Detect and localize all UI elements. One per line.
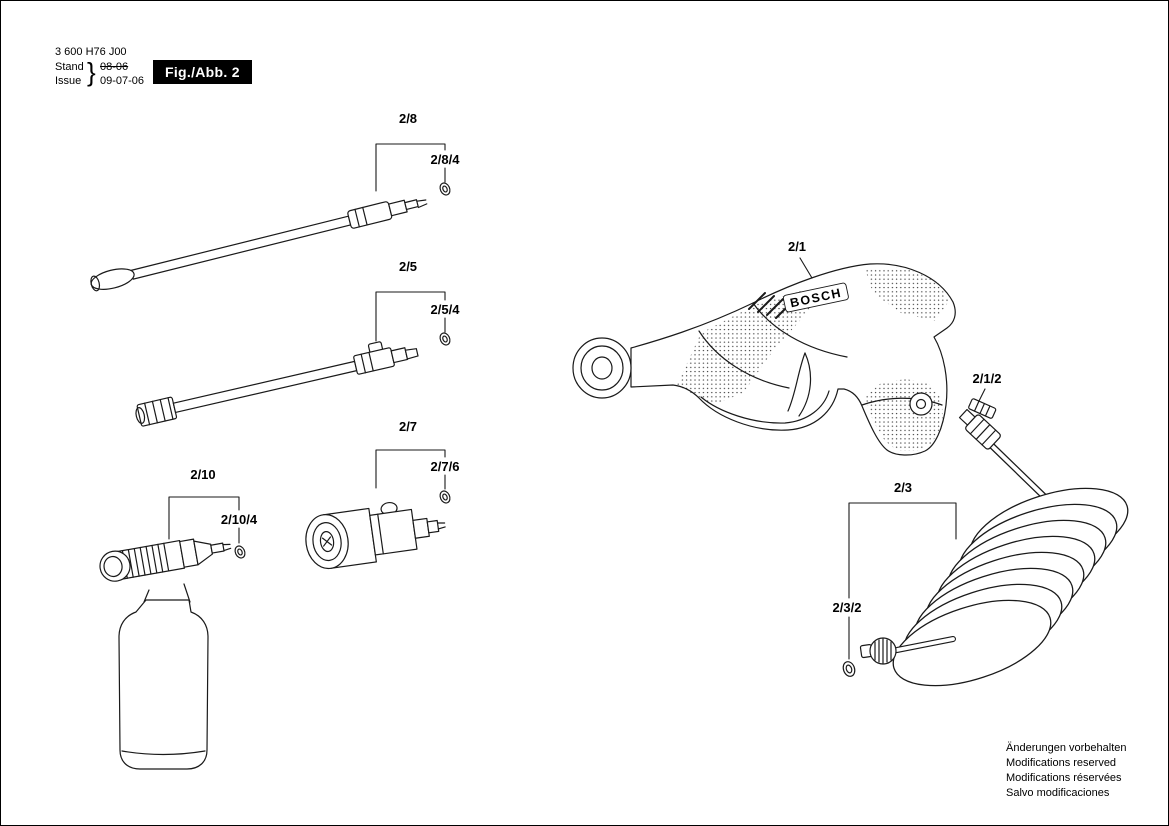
callout-2-10-4-label: 2/10/4 [220, 512, 258, 527]
footer-line-en: Modifications reserved [1006, 757, 1117, 769]
callout-2-8-4-label: 2/8/4 [430, 152, 460, 167]
footer-line-es: Salvo modificaciones [1006, 787, 1110, 799]
o-ring-2-8-4 [439, 182, 451, 196]
issue-value: 09-07-06 [100, 75, 145, 87]
stand-row: Stand [55, 62, 87, 73]
stand-label: Stand [55, 61, 84, 73]
callout-2-10-label: 2/10 [190, 467, 216, 482]
footer-line-fr: Modifications réservées [1006, 772, 1122, 784]
hose-2-3-drawing [859, 408, 1129, 687]
o-ring-2-5-4 [439, 332, 451, 346]
callout-2-8-label: 2/8 [398, 111, 418, 126]
o-ring-2-3-2 [842, 661, 856, 677]
lance-2-5-drawing [135, 341, 419, 427]
callout-2-1-label: 2/1 [787, 239, 807, 254]
foam-nozzle-bottle-drawing [118, 583, 209, 770]
o-ring-2-10-4 [234, 545, 246, 559]
callout-2-3-label: 2/3 [893, 480, 913, 495]
spray-gun-drawing: BOSCH [572, 263, 956, 456]
stand-value: 08-06 [100, 61, 129, 73]
footer-line-de: Änderungen vorbehalten [1006, 742, 1127, 754]
callout-2-5-4-label: 2/5/4 [430, 302, 460, 317]
callout-2-5-label: 2/5 [398, 259, 418, 274]
figure-title-badge: Fig./Abb. 2 [153, 60, 252, 84]
callout-2-3-2-label: 2/3/2 [832, 600, 862, 615]
callout-brackets [168, 143, 986, 660]
part-number: 3 600 H76 J00 [55, 46, 127, 58]
nozzle-2-7-drawing [305, 501, 446, 570]
clip-2-1-2-drawing [968, 398, 997, 419]
issue-row: Issue [55, 76, 87, 87]
footer-notes: Änderungen vorbehalten Modifications res… [1006, 741, 1126, 801]
date-brace: } [87, 57, 96, 87]
issue-label: Issue [55, 75, 82, 87]
foam-nozzle-head-drawing [99, 538, 232, 582]
lance-2-8-drawing [90, 199, 428, 292]
callout-2-1-2-label: 2/1/2 [972, 371, 1002, 386]
o-ring-2-7-6 [439, 490, 451, 504]
callout-2-7-6-label: 2/7/6 [430, 459, 460, 474]
callout-2-7-label: 2/7 [398, 419, 418, 434]
